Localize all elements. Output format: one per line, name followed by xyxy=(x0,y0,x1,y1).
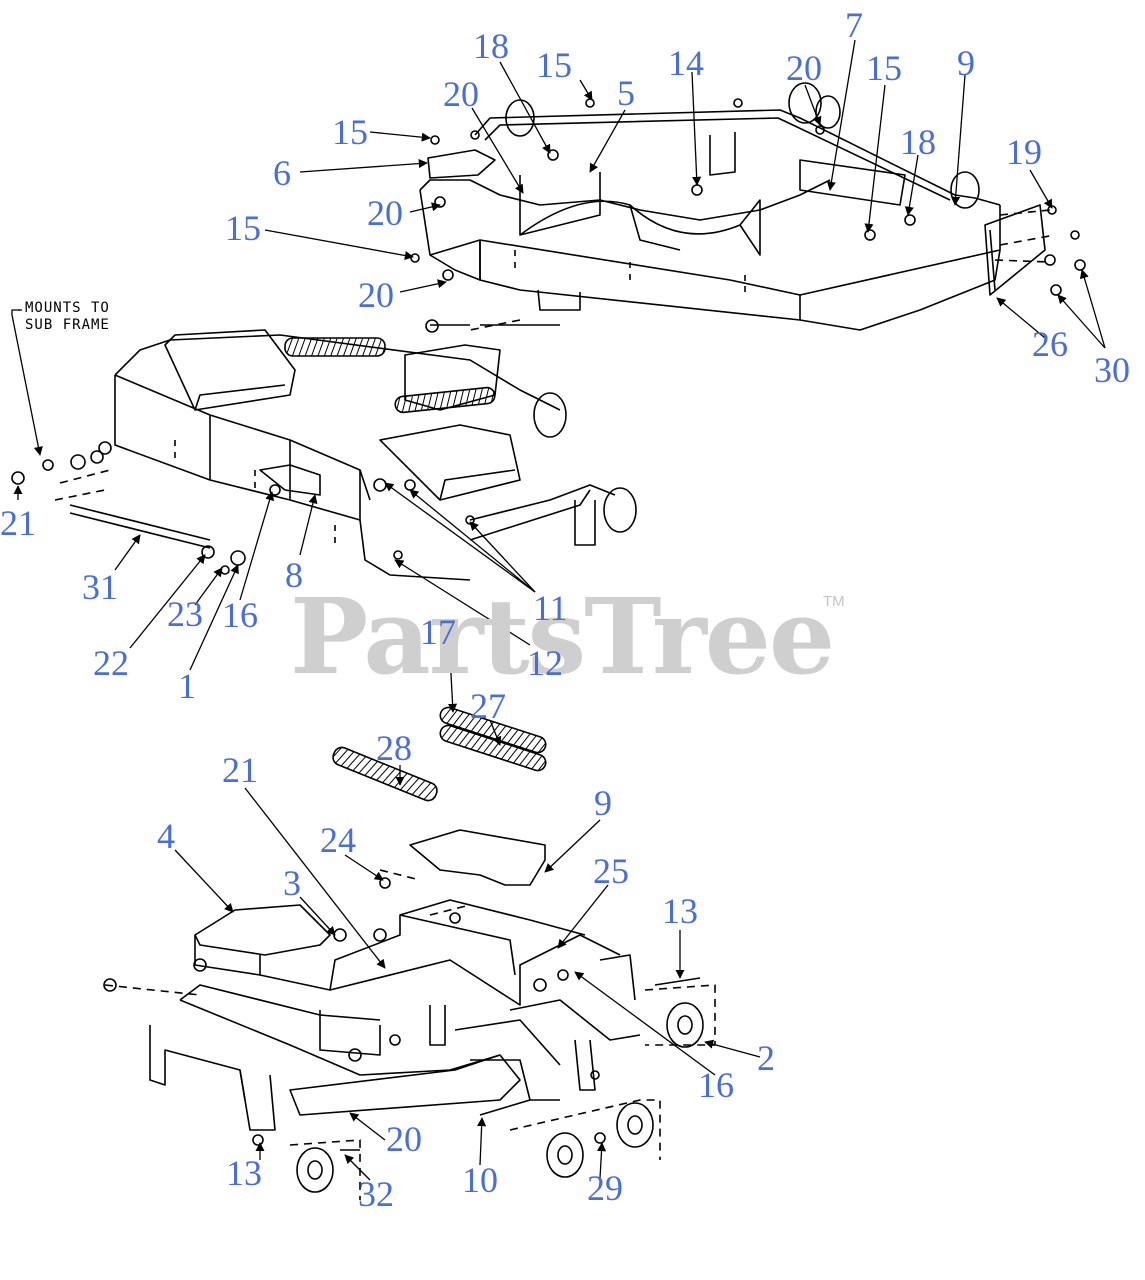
callout-15-right: 15 xyxy=(866,48,902,88)
callout-20-mid-left: 20 xyxy=(367,193,403,233)
leader-lines xyxy=(11,39,1106,1181)
callout-12: 12 xyxy=(527,643,563,683)
callout-8: 8 xyxy=(285,555,303,595)
callout-9-top: 9 xyxy=(957,43,975,83)
callout-19: 19 xyxy=(1006,132,1042,172)
callout-22: 22 xyxy=(93,643,129,683)
lower-frame-assembly xyxy=(103,829,716,1200)
callout-27: 27 xyxy=(470,686,506,726)
callout-30: 30 xyxy=(1094,350,1130,390)
callout-15-far-left: 15 xyxy=(225,208,261,248)
callout-32: 32 xyxy=(358,1174,394,1214)
callout-13-right: 13 xyxy=(662,891,698,931)
callout-20-top-left: 20 xyxy=(443,74,479,114)
callout-5: 5 xyxy=(617,73,635,113)
callout-9-lower: 9 xyxy=(594,783,612,823)
callout-20-lower-left: 20 xyxy=(358,275,394,315)
springs xyxy=(332,706,547,802)
callout-11: 11 xyxy=(533,588,568,628)
callout-20-top-right: 20 xyxy=(786,48,822,88)
callout-15-left: 15 xyxy=(332,112,368,152)
callout-3: 3 xyxy=(283,863,301,903)
callout-17: 17 xyxy=(420,612,456,652)
deck-shell-assembly xyxy=(410,82,1086,333)
callout-7: 7 xyxy=(845,5,863,45)
callout-15-top: 15 xyxy=(536,45,572,85)
middle-frame-assembly xyxy=(11,329,637,581)
callout-31: 31 xyxy=(82,567,118,607)
callout-29: 29 xyxy=(587,1168,623,1208)
mounts-note-line1: MOUNTS TO xyxy=(25,300,110,316)
callout-16-lower: 16 xyxy=(698,1065,734,1105)
callout-25: 25 xyxy=(593,851,629,891)
callout-26: 26 xyxy=(1032,324,1068,364)
callout-18-right: 18 xyxy=(900,122,936,162)
callout-23: 23 xyxy=(167,594,203,634)
callout-10: 10 xyxy=(462,1160,498,1200)
callout-24: 24 xyxy=(320,820,356,860)
callout-28: 28 xyxy=(376,728,412,768)
callout-16-mid: 16 xyxy=(222,595,258,635)
callout-4: 4 xyxy=(157,816,175,856)
callout-21-lower: 21 xyxy=(222,750,258,790)
callout-13-left: 13 xyxy=(226,1153,262,1193)
callout-18-top: 18 xyxy=(473,26,509,66)
callout-14: 14 xyxy=(668,43,704,83)
watermark-tm: TM xyxy=(823,593,845,610)
callout-1: 1 xyxy=(178,666,196,706)
callout-20-lower: 20 xyxy=(386,1119,422,1159)
watermark-text: PartsTree xyxy=(290,575,835,698)
mounts-note-line2: SUB FRAME xyxy=(25,317,110,333)
callout-21-left: 21 xyxy=(0,503,36,543)
callout-2: 2 xyxy=(757,1038,775,1078)
callout-6: 6 xyxy=(273,153,291,193)
